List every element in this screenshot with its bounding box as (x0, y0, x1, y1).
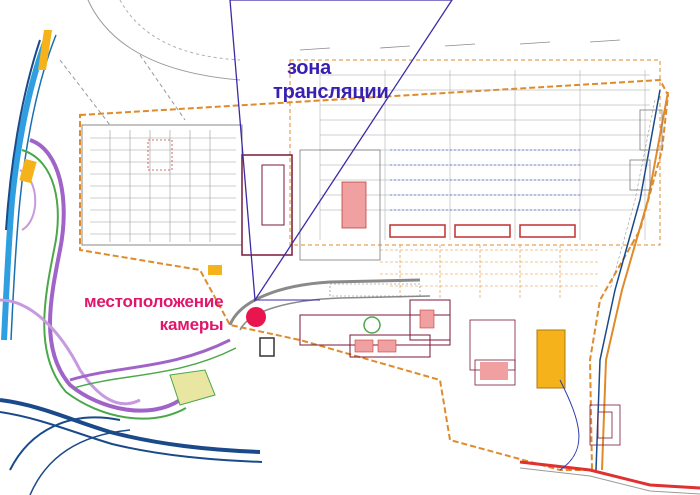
center-frame (299, 149, 381, 261)
bottom-loop (9, 416, 121, 471)
access-road-2 (239, 295, 431, 331)
bottom-loop-2 (29, 429, 131, 495)
highway-blue-edge (10, 34, 57, 341)
highway-blue (1, 33, 51, 341)
site-boundary (79, 78, 670, 471)
camera-location-dot (246, 307, 266, 327)
interchange-loop-purple-2 (0, 298, 141, 406)
curved-road-top-2 (119, 0, 241, 61)
blue-arc (559, 379, 580, 471)
right-boundary-road (595, 89, 661, 471)
zone-label-line1: зона (287, 57, 332, 79)
green-lawn (169, 369, 216, 406)
pink-right-block (480, 362, 508, 380)
parking-frame-red (147, 139, 173, 171)
bottom-right-road (519, 460, 700, 490)
parking-top-markers (299, 39, 621, 51)
small-building-center (259, 337, 275, 357)
terminal-roundabout (363, 316, 381, 334)
yellow-marker-left (19, 158, 37, 184)
diagonal-road-2 (139, 54, 186, 121)
zone-label-line2: трансляции (273, 81, 389, 103)
interchange-ramp-green (73, 347, 237, 389)
pink-block-center (341, 181, 367, 229)
rail-band (5, 39, 41, 231)
access-road (228, 278, 421, 326)
highway-orange (38, 30, 52, 70)
bottom-highway (0, 398, 261, 454)
curved-road-top (87, 0, 241, 81)
parking-orange-rows (380, 245, 600, 300)
yellow-warehouse (536, 329, 566, 389)
camera-label-line2: камеры (159, 315, 224, 334)
view-cone (229, 0, 453, 302)
camera-label: местоположение камеры (84, 290, 224, 336)
bottom-right-buildings (589, 404, 621, 446)
parking-block-right (289, 59, 661, 246)
interchange-loop-purple (29, 138, 182, 413)
parking-rows-left (90, 130, 236, 242)
main-building (241, 154, 293, 256)
right-boundary-road-orange (601, 91, 669, 471)
interchange-loop-green (21, 149, 187, 420)
ramp-stripes (329, 283, 421, 297)
terminal-complex (299, 299, 451, 358)
bottom-right-road-2 (519, 467, 700, 495)
bottom-highway-2 (0, 411, 263, 463)
terminal-pink (354, 309, 435, 353)
yellow-small (208, 265, 222, 275)
camera-label-line1: местоположение (84, 292, 224, 311)
right-boundary-dash (609, 99, 656, 291)
right-buildings-top (629, 109, 663, 191)
interchange-ramp (69, 338, 231, 382)
parking-red-bars (389, 224, 576, 238)
zone-label: зона трансляции (273, 56, 389, 104)
main-building-inner (261, 164, 285, 226)
parking-grid-right (319, 70, 650, 240)
